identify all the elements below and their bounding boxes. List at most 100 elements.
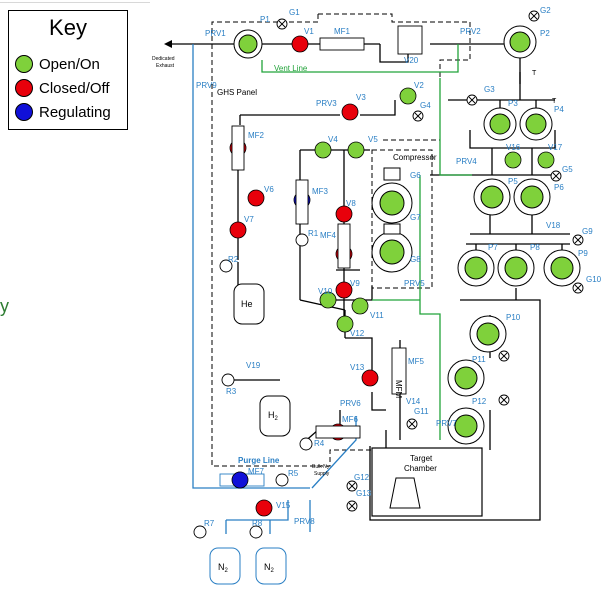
mass-flow-mf4-body [337,223,351,269]
label-prv5: PRV5 [404,279,425,288]
label-v7: V7 [244,215,254,224]
compressor-head-upper [383,167,401,181]
hydrogen-cylinder-icon [259,395,291,437]
label-bulk-n2-line1: Bulk N2 [312,464,330,470]
valve-v1[interactable] [291,35,309,53]
valve-v11[interactable] [351,297,369,315]
pump-p4 [519,107,553,141]
valve-v2[interactable] [399,87,417,105]
valve-v15[interactable] [255,499,273,517]
label-mf4: MF4 [320,231,337,240]
label-p2: P2 [540,29,550,38]
label-ghs-panel: GHS Panel [217,88,257,97]
gauge-g9-icon [572,234,584,246]
label-mf2: MF2 [248,131,265,140]
legend-label-open: Open/On [39,55,100,73]
valve-v5[interactable] [347,141,365,159]
label-g1: G1 [289,8,300,17]
label-v14: V14 [406,397,421,406]
label-v12: V12 [350,329,365,338]
cropped-text-fragment: y [0,296,9,316]
label-mf6: MF6 [342,415,359,424]
legend-swatch-open [15,55,33,73]
mass-flow-mf1 [319,37,365,51]
helium-cylinder-icon [233,283,265,325]
valve-v17[interactable] [537,151,555,169]
label-compressor: Compressor [393,153,437,162]
gauge-p10-icon [498,350,510,362]
regulator-r1-icon [295,233,309,247]
vent-line-piping [261,44,472,440]
label-prv6: PRV6 [340,399,361,408]
label-g6: G6 [410,171,421,180]
label-p5: P5 [508,177,518,186]
legend-item-open: Open/On [15,53,100,75]
vent-line-label: Vent Line [274,64,308,73]
label-r8: R8 [252,519,263,528]
valve-v3[interactable] [341,103,359,121]
label-g11: G11 [414,407,429,416]
legend-label-regulating: Regulating [39,103,111,121]
label-r2: R2 [228,255,239,264]
mass-flow-meter-mfm [391,347,407,395]
gauge-g13-icon [346,500,358,512]
label-p9: P9 [578,249,588,258]
label-r3: R3 [226,387,237,396]
pump-p8 [497,249,535,287]
pump-p2 [503,25,537,59]
label-v16: V16 [506,143,521,152]
label-v6: V6 [264,185,274,194]
valve-v13[interactable] [361,369,379,387]
compressor-pump-lower [371,231,413,273]
valve-v12[interactable] [336,315,354,333]
label-g12: G12 [354,473,370,482]
valve-v4[interactable] [314,141,332,159]
label-helium: He [241,299,253,309]
nitrogen-cylinder-2-icon [255,547,287,585]
label-prv1: PRV1 [205,29,226,38]
label-v9: V9 [350,279,360,288]
legend-label-closed: Closed/Off [39,79,110,97]
gauges [276,10,584,512]
compressor-outline [371,149,433,289]
label-v2: V2 [414,81,424,90]
compressor-pump-upper [371,182,413,224]
gauge-g3-icon [466,94,478,106]
compressor-head-lower [383,223,401,235]
label-bulk-n2-line2: Supply [314,471,330,477]
label-r7: R7 [204,519,215,528]
label-mf1: MF1 [334,27,351,36]
label-v19: V19 [246,361,261,370]
legend-item-regulating: Regulating [15,101,111,123]
valve-v6[interactable] [247,189,265,207]
regulator-r7-icon [193,525,207,539]
label-exhaust-line2: Exhaust [156,63,175,69]
valve-mf7-indicator [231,471,249,489]
valve-v9[interactable] [335,281,353,299]
label-p12: P12 [472,397,487,406]
pump-p7 [457,249,495,287]
gauge-g2-icon [528,10,540,22]
pump-p6 [513,178,551,216]
mass-flow-mf6-body [315,425,361,439]
valve-v8[interactable] [335,205,353,223]
label-v3: V3 [356,93,366,102]
gauge-g10-icon [572,282,584,294]
purge-line-label: Purge Line [238,456,280,465]
junction-block-v20 [397,25,423,55]
valve-v10[interactable] [319,291,337,309]
label-r4: R4 [314,439,325,448]
gas-cylinders [209,283,291,585]
label-v11: V11 [370,311,384,320]
label-exhaust-line1: Dedicated [152,56,175,62]
valve-v7[interactable] [229,221,247,239]
label-g13: G13 [356,489,372,498]
label-nitrogen-2: N2 [264,562,275,574]
valve-v16[interactable] [504,151,522,169]
regulator-r4-icon [299,437,313,451]
gauge-g12-icon [346,480,358,492]
label-v20: V20 [404,56,419,65]
regulator-r8-icon [249,525,263,539]
mass-flow-mf2-body [231,125,245,171]
